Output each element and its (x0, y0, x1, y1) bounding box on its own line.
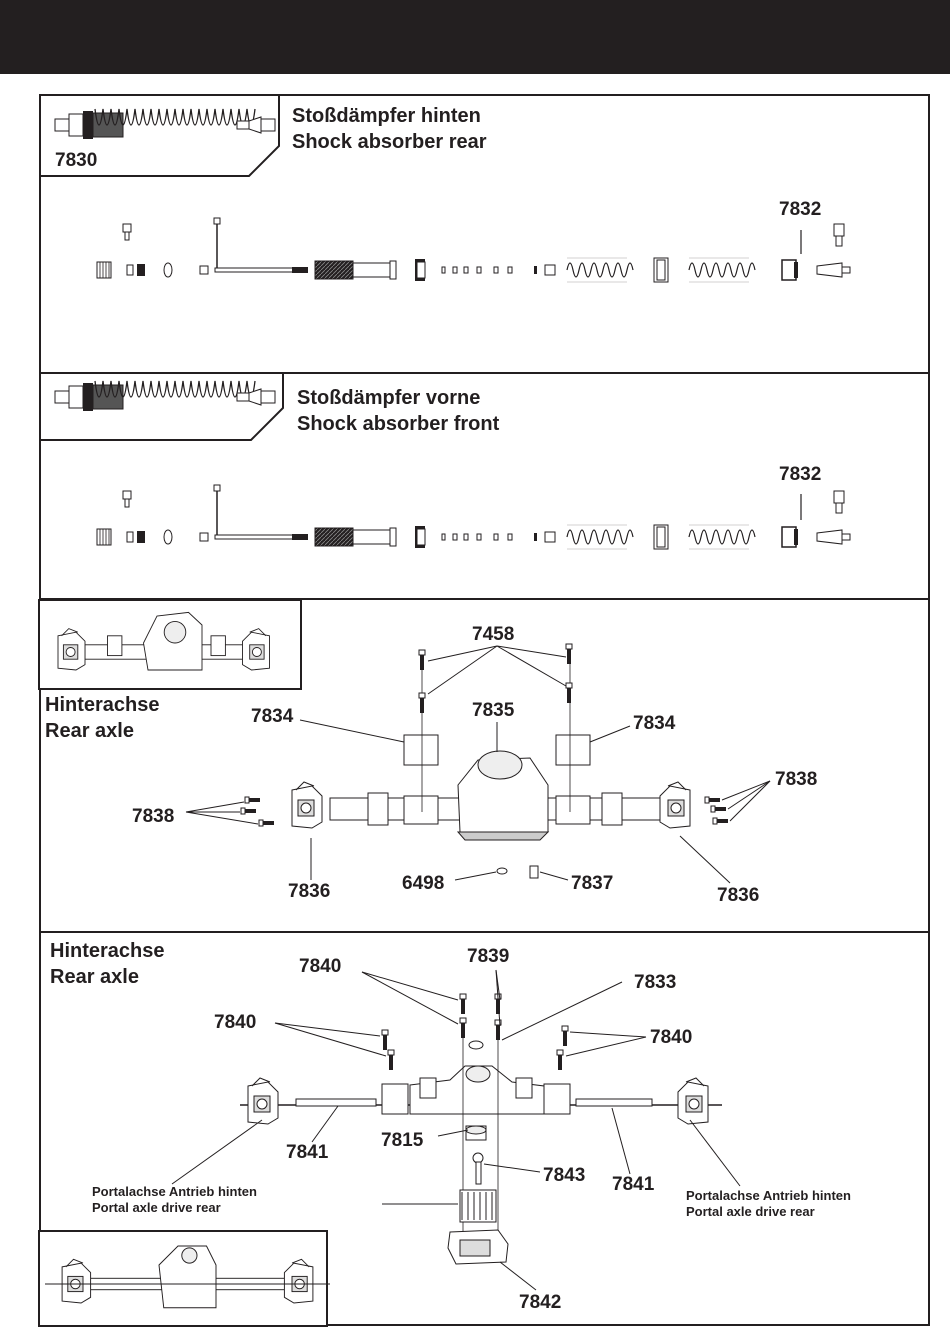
section-title-en: Rear axle (45, 720, 134, 742)
section-title-de: Hinterachse (45, 694, 160, 716)
axle-assembly (240, 643, 729, 879)
part-number-7834: 7834 (251, 706, 294, 727)
section-divider (39, 931, 930, 933)
part-number-7842: 7842 (519, 1292, 562, 1313)
part-number-6498: 6498 (402, 873, 445, 894)
part-number-7839: 7839 (467, 946, 510, 967)
part-number-7841: 7841 (286, 1142, 329, 1163)
part-number-7815: 7815 (381, 1130, 424, 1151)
part-number-7840: 7840 (214, 1012, 257, 1033)
section-title-de: Stoßdämpfer hinten (292, 105, 481, 127)
part-number-7840: 7840 (299, 956, 342, 977)
part-number-7458: 7458 (472, 624, 515, 645)
part-number-7833: 7833 (634, 972, 677, 993)
part-number-7838: 7838 (132, 806, 175, 827)
diagram-frame (39, 94, 930, 1326)
section-title-en: Shock absorber front (297, 413, 500, 435)
part-number-7836: 7836 (288, 881, 331, 902)
drivetrain-assembly (240, 993, 722, 1265)
section-title-de: Hinterachse (50, 940, 165, 962)
section-divider (39, 598, 930, 600)
part-number-7836: 7836 (717, 885, 760, 906)
section-title-de: Stoßdämpfer vorne (297, 387, 481, 409)
part-number-7843: 7843 (543, 1165, 586, 1186)
part-number-7835: 7835 (472, 700, 515, 721)
note-de: Portalachse Antrieb hinten (686, 1188, 851, 1203)
part-number-7834: 7834 (633, 713, 676, 734)
note-de: Portalachse Antrieb hinten (92, 1184, 257, 1199)
section-title-en: Rear axle (50, 966, 139, 988)
section-divider (39, 372, 930, 374)
part-number-7832: 7832 (779, 199, 822, 220)
part-number-7830: 7830 (55, 150, 98, 171)
note-en: Portal axle drive rear (92, 1200, 221, 1215)
part-number-7838: 7838 (775, 769, 818, 790)
section-title-en: Shock absorber rear (292, 131, 487, 153)
header-bar (0, 0, 950, 74)
part-number-7841: 7841 (612, 1174, 655, 1195)
note-en: Portal axle drive rear (686, 1204, 815, 1219)
part-number-7840: 7840 (650, 1027, 693, 1048)
part-number-7837: 7837 (571, 873, 614, 894)
part-number-7832: 7832 (779, 464, 822, 485)
